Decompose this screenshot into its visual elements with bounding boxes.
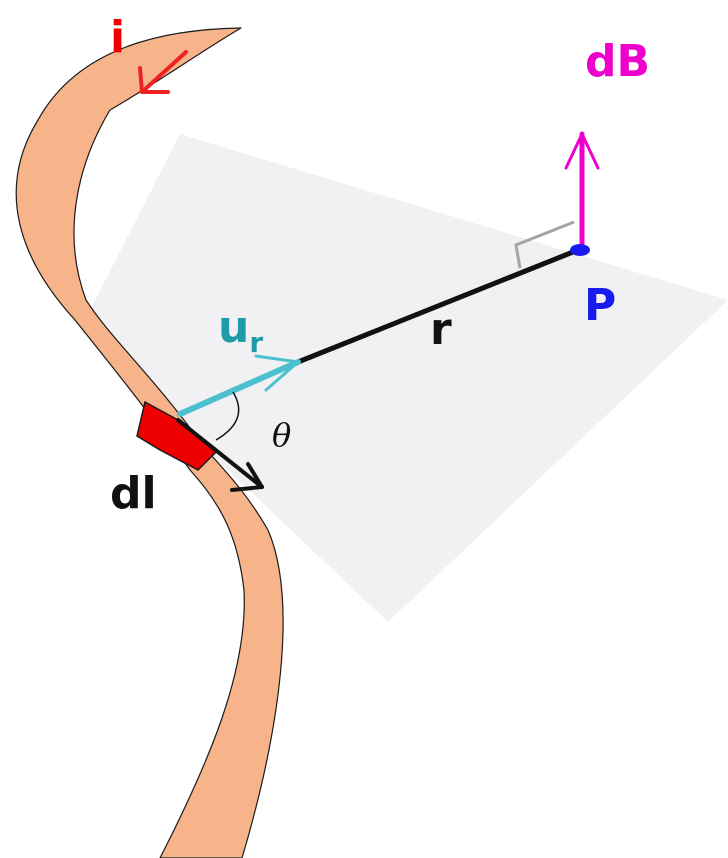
angle-arc [215,391,240,441]
dl-arrow [176,418,264,492]
right-angle-mark [514,220,575,269]
unit-vector-subscript: r [249,326,263,359]
current-label: i [110,12,125,63]
point-label: P [584,280,616,331]
unit-vector-label: ur [218,302,263,359]
field-arrow [564,131,600,253]
angle-label: θ [272,416,291,454]
distance-line [297,247,579,365]
distance-label: r [430,304,452,355]
unit-vector-arrow [177,354,301,417]
plane [80,134,728,622]
dl-label: dl [110,468,157,519]
field-label: dB [585,36,650,87]
unit-vector-main: u [218,302,249,353]
current-arrow [138,50,188,94]
point-p [570,244,590,256]
